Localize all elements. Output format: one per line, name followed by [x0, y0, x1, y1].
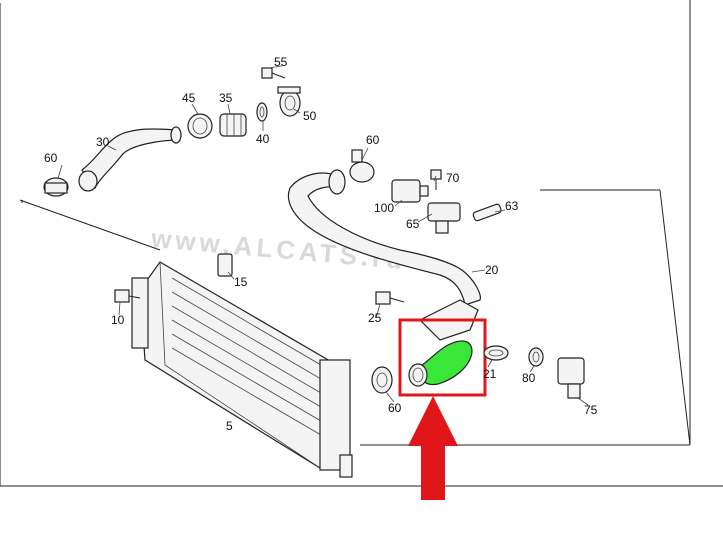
callout-50: 50: [303, 109, 317, 123]
part-21-highlighted-hose: [408, 340, 473, 387]
part-55-bolt: [261, 67, 286, 79]
part-60-clamp-left: [43, 177, 69, 197]
callout-labels: 55 45 35 40 50 30 60 60 100 70 65 63 20 …: [44, 55, 598, 433]
callout-80: 80: [522, 371, 536, 385]
part-25-bolt: [375, 291, 405, 305]
part-45-clamp: [187, 113, 213, 139]
callout-10: 10: [111, 313, 125, 327]
leader-lines: [57, 65, 589, 406]
callout-35: 35: [219, 91, 233, 105]
part-35-sensor: [219, 113, 247, 137]
red-arrow-icon: [408, 396, 458, 500]
part-50-clamp: [277, 86, 301, 117]
part-40-oring: [256, 102, 268, 122]
callout-70: 70: [446, 171, 460, 185]
callout-15: 15: [234, 275, 248, 289]
callout-25: 25: [368, 311, 382, 325]
callout-60-upper: 60: [366, 133, 380, 147]
callout-63: 63: [505, 199, 519, 213]
part-10-bolt: [114, 289, 141, 303]
part-70-bolt: [430, 169, 442, 190]
part-100-sensor: [391, 179, 429, 203]
part-60-clamp-upper: [349, 149, 375, 183]
part-65-sensor: [427, 202, 461, 234]
callout-20: 20: [485, 263, 499, 277]
callout-40: 40: [256, 132, 270, 146]
part-75-sensor: [557, 357, 585, 399]
callout-60-left: 60: [44, 151, 58, 165]
part-15-bracket: [217, 253, 233, 277]
part-30-hose: [78, 126, 182, 192]
callout-21: 21: [483, 367, 497, 381]
callout-75: 75: [584, 403, 598, 417]
callout-45: 45: [182, 91, 196, 105]
callout-5: 5: [226, 419, 233, 433]
part-80-oring: [528, 347, 544, 367]
callout-60-lower: 60: [388, 401, 402, 415]
callout-30: 30: [96, 135, 110, 149]
part-21-oring: [483, 345, 509, 361]
part-20-hose: [287, 169, 481, 306]
part-5-intercooler: [131, 261, 353, 478]
callout-100: 100: [374, 201, 394, 215]
callout-65: 65: [406, 217, 420, 231]
callout-55: 55: [274, 55, 288, 69]
part-63-bracket: [472, 203, 502, 222]
highlight-box: [398, 318, 487, 397]
part-60-clamp-lower: [371, 366, 393, 394]
